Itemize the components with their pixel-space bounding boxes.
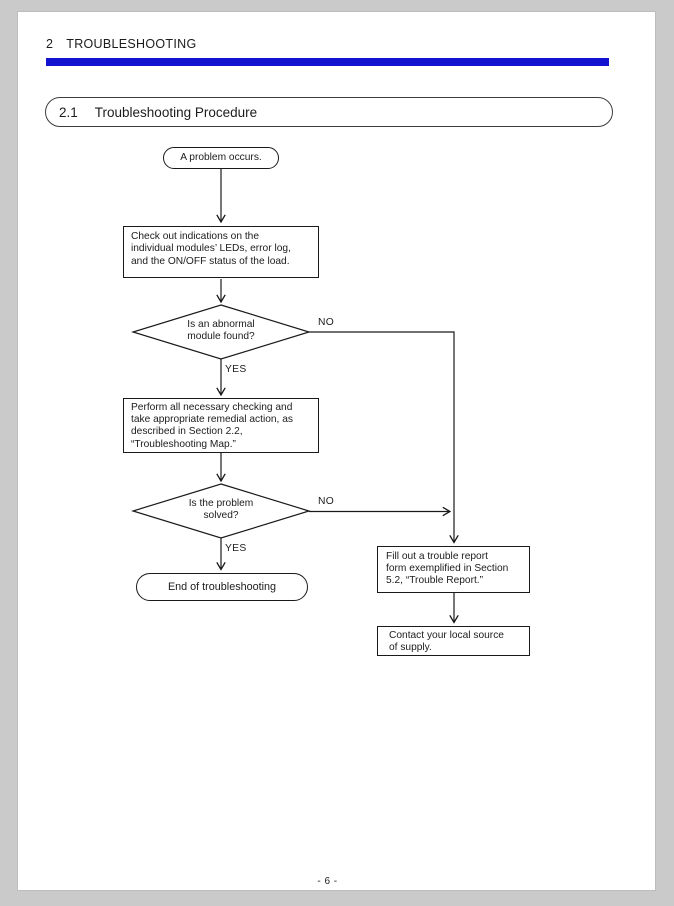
section-number: 2.1 [59,104,78,120]
end-terminator-label: End of troubleshooting [167,580,277,593]
page-number: - 6 - [317,876,338,887]
decision-abnormal-yes-label: YES [225,364,247,375]
chapter-number: 2 [46,37,54,51]
flowchart-connectors [130,169,657,892]
section-title: Troubleshooting Procedure [94,104,258,120]
decision-abnormal-no-label: NO [318,317,335,328]
decision-solved-yes-label: YES [225,543,247,554]
decision-solved-no-label: NO [318,496,335,507]
chapter-heading: 2 TROUBLESHOOTING [46,37,196,51]
chapter-title: TROUBLESHOOTING [66,37,197,51]
connector-decision1-no [309,331,454,543]
document-page: 2 TROUBLESHOOTING 2.1 Troubleshooting Proc… [17,11,656,891]
header-rule-bar [46,58,609,66]
start-terminator-label: A problem occurs. [180,151,262,163]
section-title-box: 2.1 Troubleshooting Procedure [45,97,613,127]
start-terminator: A problem occurs. [163,147,279,169]
end-terminator: End of troubleshooting [136,573,308,601]
